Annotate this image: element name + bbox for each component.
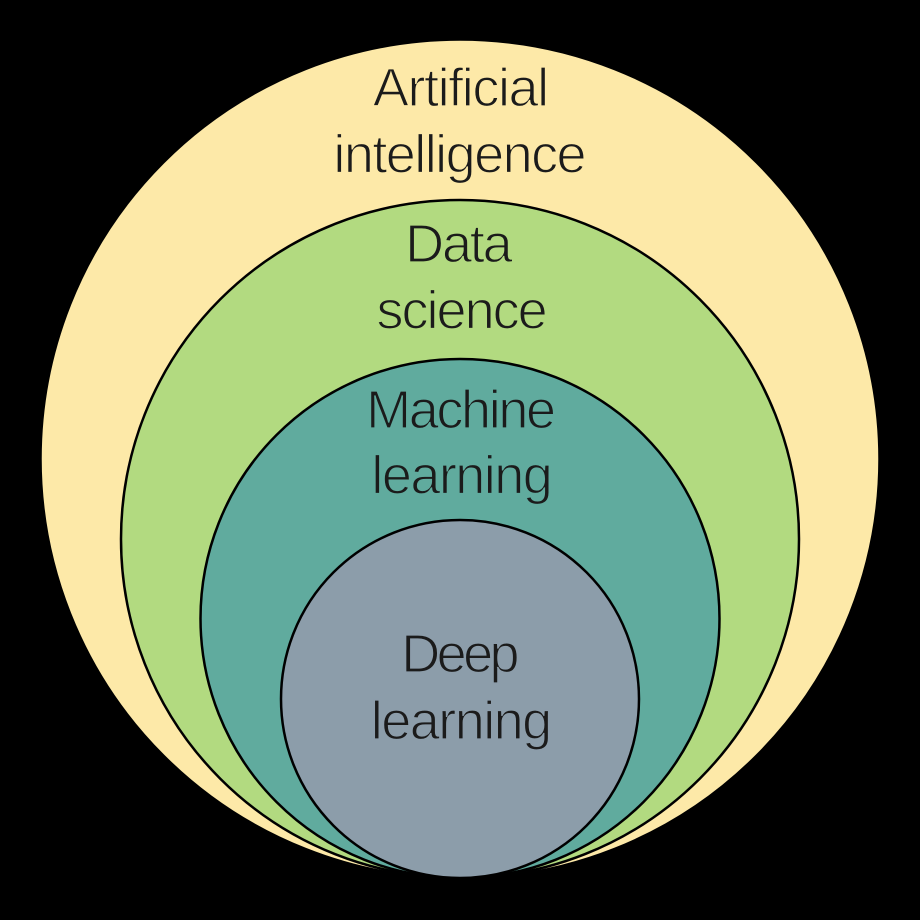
svg-text:Machine: Machine	[366, 380, 556, 440]
svg-text:Artificial: Artificial	[373, 58, 549, 118]
svg-text:Deep: Deep	[401, 624, 519, 684]
svg-text:Data: Data	[405, 214, 513, 274]
svg-text:science: science	[377, 281, 548, 341]
svg-text:learning: learning	[371, 691, 552, 751]
svg-text:intelligence: intelligence	[333, 125, 586, 185]
svg-text:learning: learning	[371, 446, 552, 506]
